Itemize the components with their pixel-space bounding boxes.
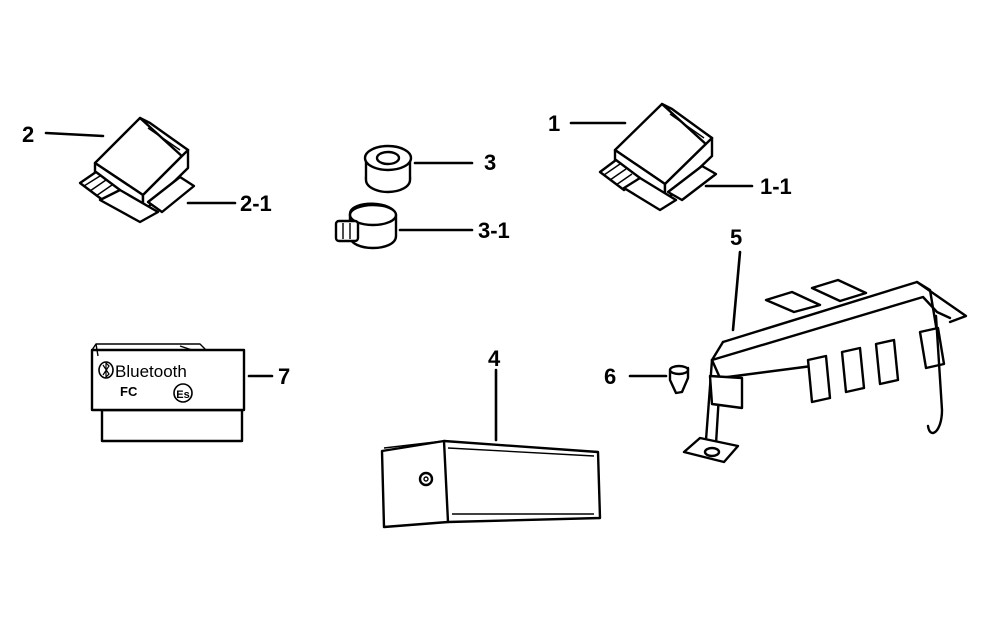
callout-2-1: 2-1 [240, 191, 272, 216]
part-3-grommet [363, 144, 413, 194]
leader-2 [44, 131, 105, 138]
part-5-bracket [682, 278, 968, 464]
bluetooth-label: Bluetooth [115, 362, 187, 381]
ce-mark: Es [173, 383, 193, 403]
ce-mark-text: Es [176, 389, 189, 401]
fcc-mark: FC [120, 384, 138, 399]
callout-1: 1 [548, 111, 560, 136]
leader-lines [44, 121, 754, 442]
part-2-relay [78, 116, 196, 224]
callout-7: 7 [278, 364, 290, 389]
part-7-bluetooth-module: Bluetooth FC Es [90, 343, 246, 443]
bluetooth-icon [98, 361, 114, 379]
part-1-relay [598, 102, 718, 212]
leader-5 [731, 250, 742, 332]
callout-3: 3 [484, 150, 496, 175]
callout-1-1: 1-1 [760, 174, 792, 199]
callout-2: 2 [22, 122, 34, 147]
part-4-cover [380, 439, 602, 529]
callout-5: 5 [730, 225, 742, 250]
callout-numbers: 2 2-1 3 3-1 1 1-1 5 6 4 7 [22, 111, 792, 389]
callout-6: 6 [604, 364, 616, 389]
callout-3-1: 3-1 [478, 218, 510, 243]
callout-4: 4 [488, 346, 501, 371]
part-3-1-clip [334, 202, 398, 250]
part-6-bolt [668, 364, 690, 395]
